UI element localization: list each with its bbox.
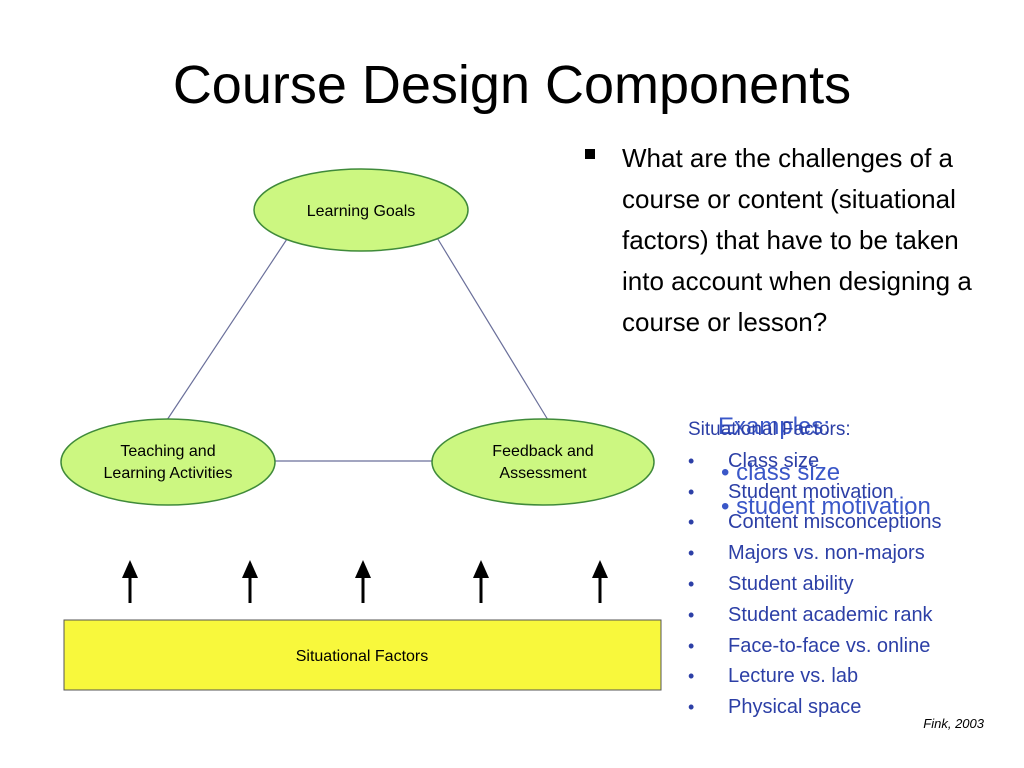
arrow-up-icon (473, 560, 489, 603)
arrow-up-icon (122, 560, 138, 603)
list-item: Majors vs. non-majors (688, 538, 941, 569)
learning-goals-label: Learning Goals (307, 203, 416, 220)
question-bullet: What are the challenges of a course or c… (585, 138, 1005, 343)
teaching-label-line2: Learning Activities (104, 465, 233, 482)
list-item: Physical space (688, 692, 941, 723)
slide-title: Course Design Components (172, 55, 852, 115)
list-item: Student motivation (688, 477, 941, 508)
connector-goals-feedback (435, 235, 549, 421)
feedback-label-line1: Feedback and (492, 443, 593, 460)
connector-goals-teaching (166, 235, 290, 421)
teaching-label-line1: Teaching and (120, 443, 215, 460)
arrow-up-icon (592, 560, 608, 603)
list-item: Student academic rank (688, 600, 941, 631)
situational-factors-list: Situational Factors: Class size Student … (688, 415, 941, 723)
examples-heading: Examples: (718, 413, 831, 440)
list-item: Student ability (688, 569, 941, 600)
citation: Fink, 2003 (923, 716, 984, 731)
list-item: Lecture vs. lab (688, 661, 941, 692)
situational-factors-label: Situational Factors (296, 648, 429, 665)
list-item: Face-to-face vs. online (688, 631, 941, 662)
list-item: Class size (688, 446, 941, 477)
list-item: Content misconceptions (688, 507, 941, 538)
question-text: What are the challenges of a course or c… (622, 143, 972, 337)
situational-factors-box: Situational Factors (63, 619, 662, 691)
square-bullet-icon (585, 149, 595, 159)
feedback-label-line2: Assessment (499, 465, 587, 482)
teaching-activities-node: Teaching and Learning Activities (60, 418, 276, 506)
factors-heading: Situational Factors: (688, 419, 851, 440)
arrow-up-icon (355, 560, 371, 603)
arrow-up-icon (242, 560, 258, 603)
learning-goals-node: Learning Goals (253, 168, 469, 252)
feedback-assessment-node: Feedback and Assessment (431, 418, 655, 506)
